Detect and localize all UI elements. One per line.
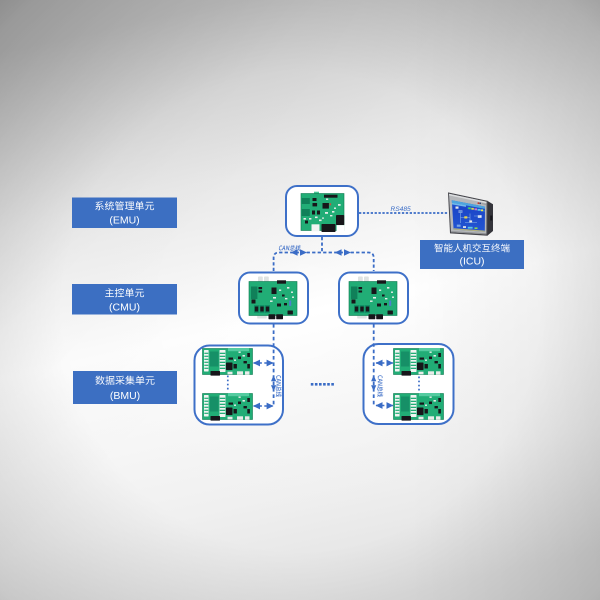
svg-text:(BMU): (BMU) bbox=[110, 390, 140, 402]
svg-text:(ICU): (ICU) bbox=[459, 256, 484, 268]
svg-text:(EMU): (EMU) bbox=[109, 215, 139, 227]
svg-text:RS485: RS485 bbox=[391, 206, 411, 213]
svg-text:(CMU): (CMU) bbox=[109, 302, 140, 314]
